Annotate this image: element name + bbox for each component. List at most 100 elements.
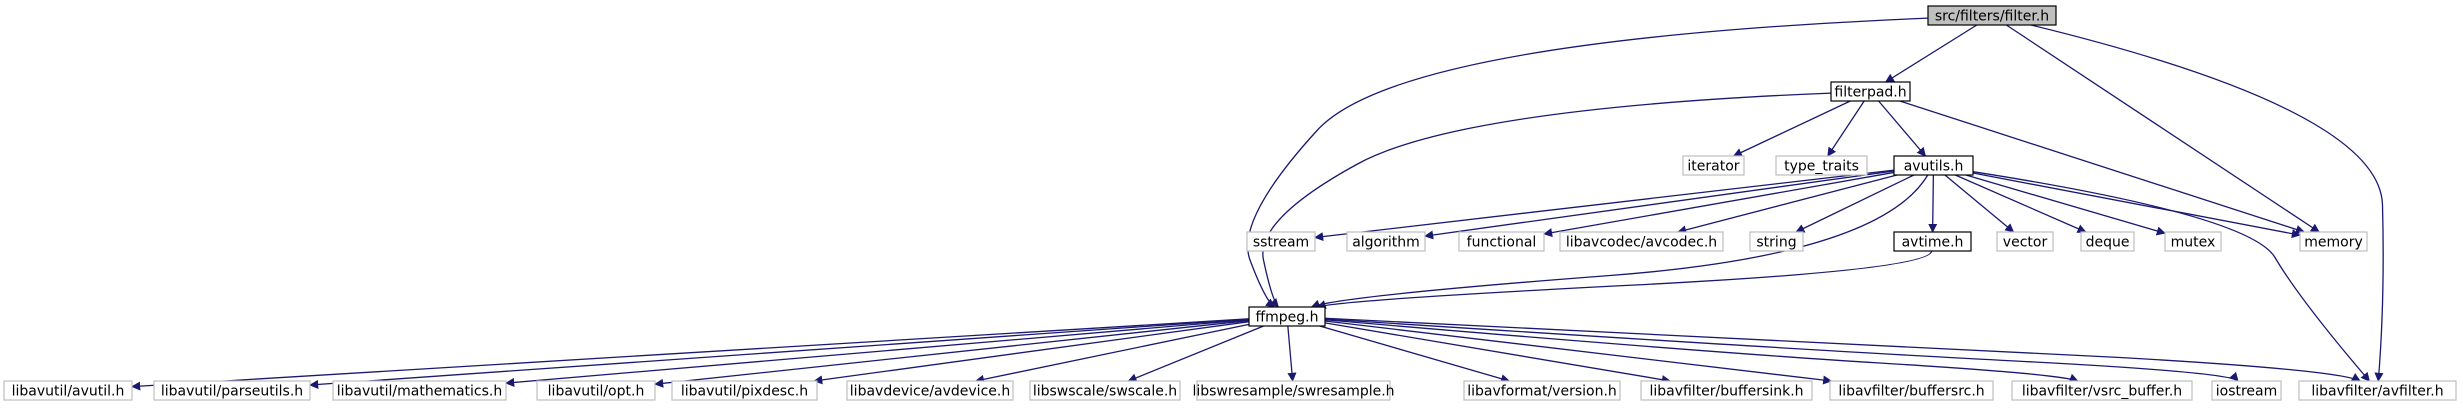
node-libavutil-pixdesc-h: libavutil/pixdesc.h <box>671 380 818 401</box>
node-box <box>846 380 1014 401</box>
node-box <box>3 380 133 401</box>
node-box <box>1196 380 1391 401</box>
node-label: libavutil/pixdesc.h <box>681 384 808 400</box>
node-box <box>2298 380 2457 401</box>
edge-avutils-h-to-string <box>1795 174 1915 233</box>
node-box <box>1559 231 1724 252</box>
node-label: libavfilter/avfilter.h <box>2311 384 2443 400</box>
edge-ffmpeg-h-to-vsrc-buffer <box>1324 319 2079 383</box>
node-libavfilter-buffersrc-h: libavfilter/buffersrc.h <box>1829 380 1994 401</box>
node-label: vector <box>2003 235 2048 251</box>
edge-avutils-h-to-algorithm <box>1424 170 1895 240</box>
node-label: memory <box>2304 235 2363 251</box>
edge-ffmpeg-h-to-buffersink <box>1324 322 1671 385</box>
node-box <box>1996 231 2054 252</box>
node-box <box>536 380 656 401</box>
edge-filter-h-to-filterpad-h <box>1884 24 1978 83</box>
edge-filter-h-to-avfilter <box>2030 24 2384 382</box>
node-label: functional <box>1467 235 1537 251</box>
node-label: mutex <box>2171 235 2216 251</box>
node-label: src/filters/filter.h <box>1935 9 2049 25</box>
edge-avutils-h-to-avcodec <box>1677 174 1898 235</box>
node-label: libavdevice/avdevice.h <box>850 384 1010 400</box>
node-label: libavfilter/vsrc_buffer.h <box>2022 384 2182 400</box>
node-avtime-h[interactable]: avtime.h <box>1893 231 1972 252</box>
node-label: libavutil/avutil.h <box>12 384 125 400</box>
node-sstream: sstream <box>1246 231 1316 252</box>
node-box <box>1246 231 1316 252</box>
node-functional: functional <box>1458 231 1545 252</box>
node-libavutil-opt-h: libavutil/opt.h <box>536 380 656 401</box>
node-label: libavfilter/buffersrc.h <box>1838 384 1984 400</box>
edge-ffmpeg-h-to-opt <box>654 319 1250 388</box>
edge-avutils-h-to-deque <box>1954 174 2087 233</box>
node-label: deque <box>2086 235 2130 251</box>
edge-filterpad-h-to-iterator <box>1732 100 1851 157</box>
edge-avtime-h-to-ffmpeg-h <box>1316 250 1933 309</box>
edge-ffmpeg-h-to-version <box>1319 325 1511 384</box>
edge-ffmpeg-h-to-swresample <box>1287 325 1297 382</box>
node-box <box>2211 380 2282 401</box>
node-label: avutils.h <box>1904 159 1964 175</box>
node-box <box>153 380 311 401</box>
node-ffmpeg-h[interactable]: ffmpeg.h <box>1248 306 1326 327</box>
node-box <box>332 380 507 401</box>
node-iostream: iostream <box>2211 380 2282 401</box>
node-label: filterpad.h <box>1834 85 1906 101</box>
node-libavutil-mathematics-h: libavutil/mathematics.h <box>332 380 507 401</box>
edge-ffmpeg-h-to-avfilter <box>1324 317 2361 382</box>
node-label: iostream <box>2216 384 2278 400</box>
node-box <box>2299 231 2368 252</box>
node-label: libavutil/parseutils.h <box>161 384 303 400</box>
node-label: libswresample/swresample.h <box>1192 384 1394 400</box>
node-src-filters-filter-h[interactable]: src/filters/filter.h <box>1927 5 2057 26</box>
node-label: algorithm <box>1352 235 1420 251</box>
node-box <box>1775 155 1868 176</box>
edge-avutils-h-to-vector <box>1944 174 2015 233</box>
node-libswresample-swresample-h: libswresample/swresample.h <box>1192 380 1395 401</box>
node-label: ffmpeg.h <box>1256 310 1319 326</box>
edge-avutils-h-to-memory <box>1972 172 2301 239</box>
node-label: libavutil/opt.h <box>548 384 645 400</box>
node-libavformat-version-h: libavformat/version.h <box>1463 380 1621 401</box>
node-label: sstream <box>1253 235 1309 251</box>
node-avutils-h[interactable]: avutils.h <box>1893 155 1974 176</box>
edge-filterpad-h-to-avutils-h <box>1878 100 1926 157</box>
node-deque: deque <box>2080 231 2135 252</box>
edge-ffmpeg-h-to-pixdesc <box>813 321 1250 385</box>
edge-filter-h-to-memory <box>2006 24 2320 233</box>
node-label: string <box>1756 235 1796 251</box>
node-box <box>1749 231 1804 252</box>
edge-avutils-h-to-ffmpeg-h <box>1310 174 1929 309</box>
node-libavdevice-avdevice-h: libavdevice/avdevice.h <box>846 380 1014 401</box>
node-box <box>1463 380 1621 401</box>
node-box <box>671 380 818 401</box>
edge-ffmpeg-h-to-iostream <box>1324 318 2239 382</box>
node-iterator: iterator <box>1682 155 1745 176</box>
node-label: libavutil/mathematics.h <box>337 384 503 400</box>
node-box <box>2080 231 2135 252</box>
nodes-layer: src/filters/filter.h filterpad.h iterator t… <box>3 5 2457 401</box>
node-string: string <box>1749 231 1804 252</box>
node-memory: memory <box>2299 231 2368 252</box>
node-label: libavfilter/buffersink.h <box>1649 384 1803 400</box>
edge-avutils-h-to-avtime-h <box>1928 174 1938 233</box>
edge-avutils-h-to-avfilter <box>1972 171 2370 382</box>
node-box <box>1640 380 1813 401</box>
node-mutex: mutex <box>2164 231 2222 252</box>
node-vector: vector <box>1996 231 2054 252</box>
edge-filterpad-h-to-type-traits <box>1827 100 1865 157</box>
node-label: type_traits <box>1784 159 1859 175</box>
node-libavutil-parseutils-h: libavutil/parseutils.h <box>153 380 311 401</box>
node-filterpad-h[interactable]: filterpad.h <box>1830 81 1911 102</box>
edge-ffmpeg-h-to-avdevice <box>974 323 1250 384</box>
node-label: iterator <box>1687 159 1739 175</box>
node-box <box>1682 155 1745 176</box>
edge-avutils-h-to-mutex <box>1965 174 2166 236</box>
node-box <box>1248 306 1326 327</box>
node-libavutil-avutil-h: libavutil/avutil.h <box>3 380 133 401</box>
edge-avutils-h-to-sstream <box>1314 169 1895 242</box>
edge-ffmpeg-h-to-swscale <box>1127 325 1264 383</box>
node-libavfilter-avfilter-h: libavfilter/avfilter.h <box>2298 380 2457 401</box>
